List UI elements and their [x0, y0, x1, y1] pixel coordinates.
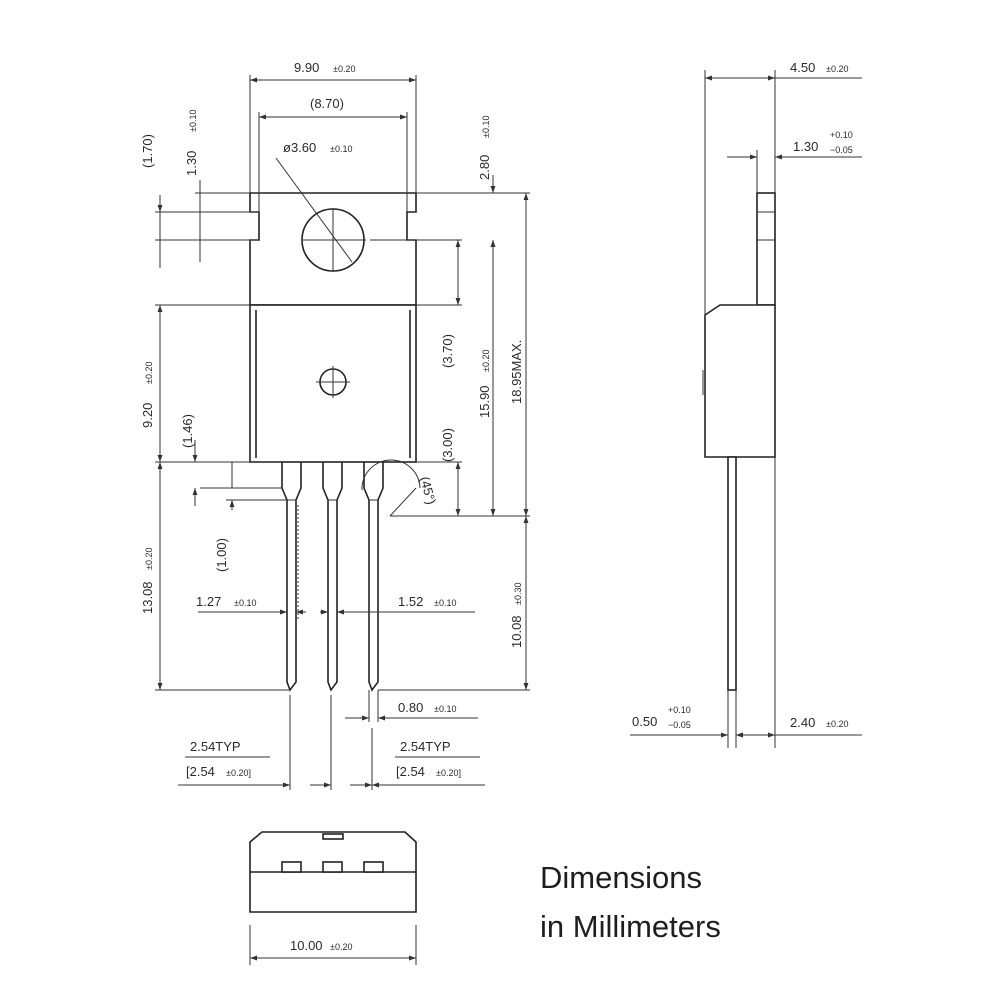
- side-body: [704, 304, 776, 458]
- lead-bend-label: (3.00): [440, 428, 455, 462]
- lead-shoulder-label: (1.46): [180, 414, 195, 448]
- hole-offset-tol: ±0.10: [481, 116, 491, 138]
- left-notch-height: (1.70): [140, 134, 155, 168]
- lead-thickness-tol: ±0.10: [434, 704, 456, 714]
- pitch-left-tol: ±0.20]: [226, 768, 251, 778]
- side-thickness-value: 4.50: [790, 60, 815, 75]
- bottom-lead-3: [363, 861, 384, 873]
- width-tol: ±0.20: [333, 64, 355, 74]
- title-line-1: Dimensions: [540, 860, 702, 895]
- lead-width-lower-tol: ±0.10: [434, 598, 456, 608]
- lead-3: [363, 462, 384, 692]
- side-lead: [727, 456, 737, 691]
- leads: [281, 462, 384, 692]
- bottom-tab-slot: [322, 833, 344, 840]
- lead-width-upper-value: 1.27: [196, 594, 221, 609]
- tab-thickness-tol-plus: +0.10: [830, 130, 853, 140]
- body-height-value: 15.90: [477, 385, 492, 418]
- lead-offset-value: 2.40: [790, 715, 815, 730]
- lead-length-tol: ±0.20: [144, 548, 154, 570]
- lead-thickness-value: 0.80: [398, 700, 423, 715]
- body-lower-value: 9.20: [140, 403, 155, 428]
- side-lead-thickness-tol-minus: −0.05: [668, 720, 691, 730]
- lead-2: [322, 462, 343, 692]
- bottom-width-tol: ±0.20: [330, 942, 352, 952]
- lead-length-value: 13.08: [140, 581, 155, 614]
- pitch-left-typ: 2.54TYP: [190, 739, 241, 754]
- lead-step-label: (1.00): [214, 538, 229, 572]
- tab-thickness-tol-minus: −0.05: [830, 145, 853, 155]
- left-notch-depth-value: 1.30: [184, 151, 199, 176]
- lead-offset-tol: ±0.20: [826, 719, 848, 729]
- hole-offset-value: 2.80: [477, 155, 492, 180]
- pitch-left-value: [2.54: [186, 764, 215, 779]
- bottom-lead-1: [281, 861, 302, 873]
- tab-thickness-value: 1.30: [793, 139, 818, 154]
- pitch-right-typ: 2.54TYP: [400, 739, 451, 754]
- side-lead-thickness-tol-plus: +0.10: [668, 705, 691, 715]
- side-view: 4.50 ±0.20 1.30 +0.10 −0.05 0.50 +0.10 −…: [630, 60, 862, 748]
- hole-dia-value: ø3.60: [283, 140, 316, 155]
- lead-1: [281, 462, 302, 692]
- hole-dia-tol: ±0.10: [330, 144, 352, 154]
- chamfer-angle-label: (45°): [417, 475, 439, 506]
- front-view: 9.90 ±0.20 (8.70) ø3.60 ±0.10 (1.70) 1.3…: [140, 60, 530, 790]
- pitch-right-value: [2.54: [396, 764, 425, 779]
- lead-below-body-value: 10.08: [509, 615, 524, 648]
- body-height-tol: ±0.20: [481, 350, 491, 372]
- bottom-view: 10.00 ±0.20: [249, 831, 417, 965]
- hole-to-body-label: (3.70): [440, 334, 455, 368]
- pitch-right-tol: ±0.20]: [436, 768, 461, 778]
- chamfer-arc: [361, 459, 421, 491]
- bottom-lead-2: [322, 861, 343, 873]
- body-lower-tol: ±0.20: [144, 362, 154, 384]
- lead-width-upper-tol: ±0.10: [234, 598, 256, 608]
- lead-width-lower-value: 1.52: [398, 594, 423, 609]
- title-line-2: in Millimeters: [540, 909, 721, 944]
- width-value: 9.90: [294, 60, 319, 75]
- side-thickness-tol: ±0.20: [826, 64, 848, 74]
- side-lead-thickness-value: 0.50: [632, 714, 657, 729]
- bottom-width-value: 10.00: [290, 938, 323, 953]
- side-tab: [756, 192, 776, 306]
- hole-dia-leader: [275, 157, 353, 263]
- lead-below-body-tol: ±0.30: [513, 583, 523, 605]
- overall-height-label: 18.95MAX.: [509, 340, 524, 404]
- left-notch-depth-tol: ±0.10: [188, 110, 198, 132]
- inner-width-label: (8.70): [310, 96, 344, 111]
